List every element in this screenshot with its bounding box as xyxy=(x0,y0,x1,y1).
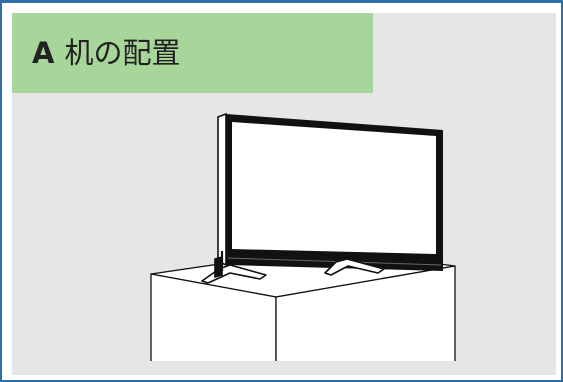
table-icon xyxy=(150,248,456,364)
figure-panel: A 机の配置 xyxy=(12,13,556,375)
tv-screen-icon xyxy=(217,112,443,271)
section-heading: A 机の配置 xyxy=(32,35,180,71)
section-header: A 机の配置 xyxy=(12,13,373,93)
stand-left-icon xyxy=(201,251,267,284)
stand-right-icon xyxy=(324,258,385,276)
section-letter: A xyxy=(32,36,55,70)
section-title: 机の配置 xyxy=(64,36,181,70)
tv-on-stand-icon xyxy=(148,112,460,367)
